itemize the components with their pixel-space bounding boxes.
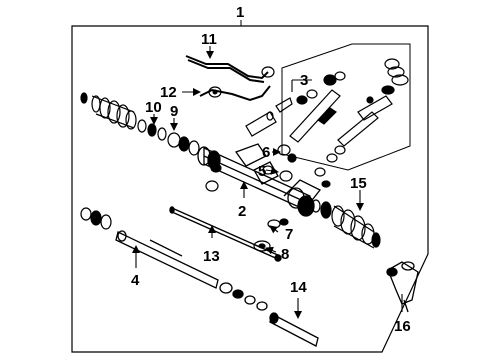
gear-housing [197, 143, 321, 217]
right-boot [311, 199, 381, 249]
boot-clamps-upper [137, 119, 200, 156]
callout-10: 10 [145, 99, 162, 116]
callout-1: 1 [236, 4, 244, 21]
callout-3: 3 [300, 72, 308, 89]
callout-7: 7 [285, 226, 293, 243]
left-boot-upper [80, 92, 137, 130]
left-boot-lower [80, 207, 112, 230]
valve-subassembly-frame [281, 43, 411, 171]
callout-16: 16 [394, 318, 411, 335]
callout-5: 5 [258, 163, 266, 180]
callout-12: 12 [160, 84, 177, 101]
tie-rod-end [386, 261, 419, 313]
callout-8: 8 [281, 246, 289, 263]
callout-13: 13 [203, 248, 220, 265]
rack-bar [169, 206, 282, 262]
assembly-frame [71, 25, 429, 353]
outer-tie-rod [269, 312, 319, 347]
tie-rod-inner [115, 230, 268, 311]
valve-body-parts [289, 58, 409, 163]
callout-4: 4 [131, 272, 140, 289]
callout-11: 11 [201, 31, 217, 48]
small-bushings [253, 144, 331, 252]
callout-14: 14 [290, 279, 307, 296]
callout-15: 15 [350, 175, 367, 192]
callout-9: 9 [170, 103, 178, 120]
callout-2: 2 [238, 203, 246, 220]
leader-arrows [132, 46, 403, 319]
callout-6: 6 [262, 144, 270, 161]
pressure-lines [185, 55, 275, 102]
